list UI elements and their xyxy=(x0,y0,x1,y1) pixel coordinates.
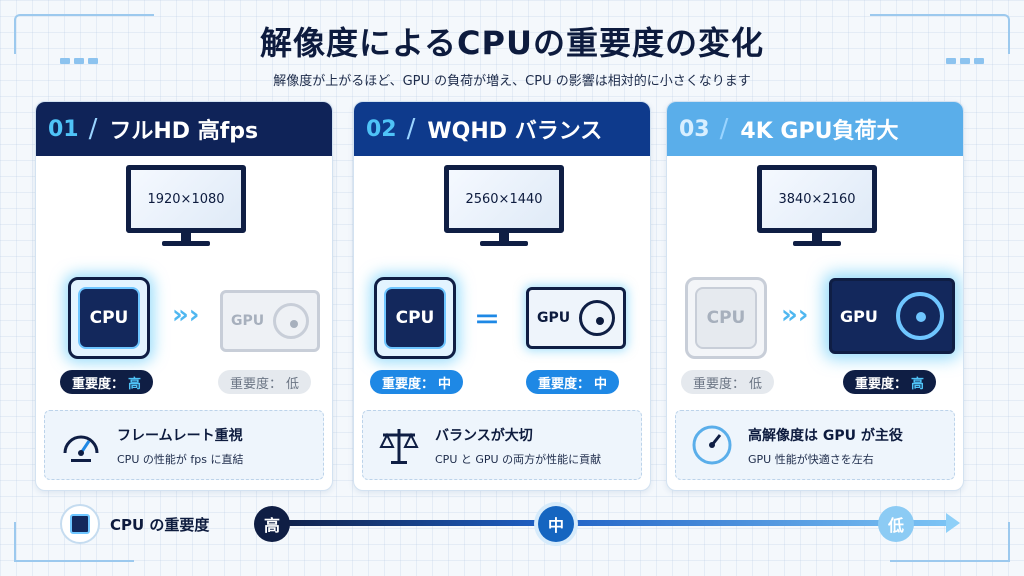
corner-decoration xyxy=(870,14,1010,54)
slash-divider: / xyxy=(406,114,416,144)
info-text: CPU と GPU の両方が性能に貢献 xyxy=(435,453,602,466)
fan-icon xyxy=(896,292,944,340)
gpu-importance-badge: 重要度：中 xyxy=(526,370,620,394)
gauge-icon xyxy=(692,425,732,465)
page-subtitle: 解像度が上がるほど、GPU の負荷が増え、CPU の影響は相対的に小さくなります xyxy=(273,74,751,89)
gpu-card-icon: GPU xyxy=(220,290,320,352)
cpu-chip-icon: CPU xyxy=(68,277,150,359)
importance-scale-label: CPU の重要度 xyxy=(60,504,209,544)
cpu-chip-icon: CPU xyxy=(374,277,456,359)
cpu-importance-badge: 重要度：低 xyxy=(681,370,775,394)
corner-decoration xyxy=(14,522,134,562)
fan-icon xyxy=(273,303,309,339)
monitor-icon: 3840×2160 xyxy=(757,165,877,247)
equals-icon: ＝ xyxy=(474,306,501,336)
chevron-right-triple-icon: »› xyxy=(781,300,809,330)
gpu-label: GPU xyxy=(840,306,878,326)
card-header: 02 / WQHD バランス xyxy=(354,102,650,156)
corner-decoration xyxy=(14,14,154,54)
speedometer-icon xyxy=(63,435,99,462)
cpu-importance-badge: 重要度：中 xyxy=(370,370,464,394)
scale-label: CPU の重要度 xyxy=(110,515,210,534)
chevron-right-triple-icon: »› xyxy=(172,300,200,330)
gpu-label: GPU xyxy=(537,310,571,326)
monitor-icon: 1920×1080 xyxy=(126,165,246,247)
dots-decoration xyxy=(946,58,984,64)
info-text: GPU 性能が快適さを左右 xyxy=(748,453,874,466)
info-box: 高解像度は GPU が主役 GPU 性能が快適さを左右 xyxy=(675,410,955,480)
info-box: バランスが大切 CPU と GPU の両方が性能に貢献 xyxy=(362,410,642,480)
importance-gradient-bar xyxy=(270,520,950,526)
gpu-card-icon: GPU xyxy=(829,278,955,354)
cpu-label: CPU xyxy=(695,287,757,349)
card-number: 01 xyxy=(48,116,79,142)
page-title: 解像度によるCPUの重要度の変化 xyxy=(260,24,764,62)
fan-icon xyxy=(579,300,615,336)
monitor-icon: 2560×1440 xyxy=(444,165,564,247)
cpu-chip-icon: CPU xyxy=(685,277,767,359)
balance-scale-icon xyxy=(379,429,419,464)
level-low-marker: 低 xyxy=(878,506,914,542)
cpu-label: CPU xyxy=(78,287,140,349)
cpu-chip-icon xyxy=(60,504,100,544)
card-4k: 03 / 4K GPU負荷大 3840×2160 CPU »› GPU 重要度：… xyxy=(666,101,964,491)
card-heading: フルHD 高fps xyxy=(109,119,259,144)
card-heading: WQHD バランス xyxy=(427,119,603,144)
level-mid-marker: 中 xyxy=(538,506,574,542)
cpu-label: CPU xyxy=(384,287,446,349)
gpu-card-icon: GPU xyxy=(526,287,626,349)
card-fullhd: 01 / フルHD 高fps 1920×1080 CPU »› GPU 重要度：… xyxy=(35,101,333,491)
info-title: 高解像度は GPU が主役 xyxy=(748,428,903,444)
gpu-importance-badge: 重要度：低 xyxy=(218,370,312,394)
resolution-label: 3840×2160 xyxy=(757,165,877,233)
slash-divider: / xyxy=(719,114,729,144)
gpu-importance-badge: 重要度：高 xyxy=(843,370,937,394)
cpu-importance-badge: 重要度：高 xyxy=(60,370,154,394)
card-heading: 4K GPU負荷大 xyxy=(740,119,899,144)
resolution-label: 1920×1080 xyxy=(126,165,246,233)
card-header: 03 / 4K GPU負荷大 xyxy=(667,102,963,156)
info-title: フレームレート重視 xyxy=(117,428,243,444)
card-number: 03 xyxy=(679,116,710,142)
info-title: バランスが大切 xyxy=(435,428,533,444)
gpu-label: GPU xyxy=(231,313,265,329)
resolution-label: 2560×1440 xyxy=(444,165,564,233)
card-wqhd: 02 / WQHD バランス 2560×1440 CPU ＝ GPU 重要度：中… xyxy=(353,101,651,491)
card-number: 02 xyxy=(366,116,397,142)
corner-decoration xyxy=(890,522,1010,562)
info-text: CPU の性能が fps に直結 xyxy=(117,453,244,466)
dots-decoration xyxy=(60,58,98,64)
arrow-right-icon xyxy=(946,513,960,533)
level-high-marker: 高 xyxy=(254,506,290,542)
card-header: 01 / フルHD 高fps xyxy=(36,102,332,156)
slash-divider: / xyxy=(88,114,98,144)
info-box: フレームレート重視 CPU の性能が fps に直結 xyxy=(44,410,324,480)
